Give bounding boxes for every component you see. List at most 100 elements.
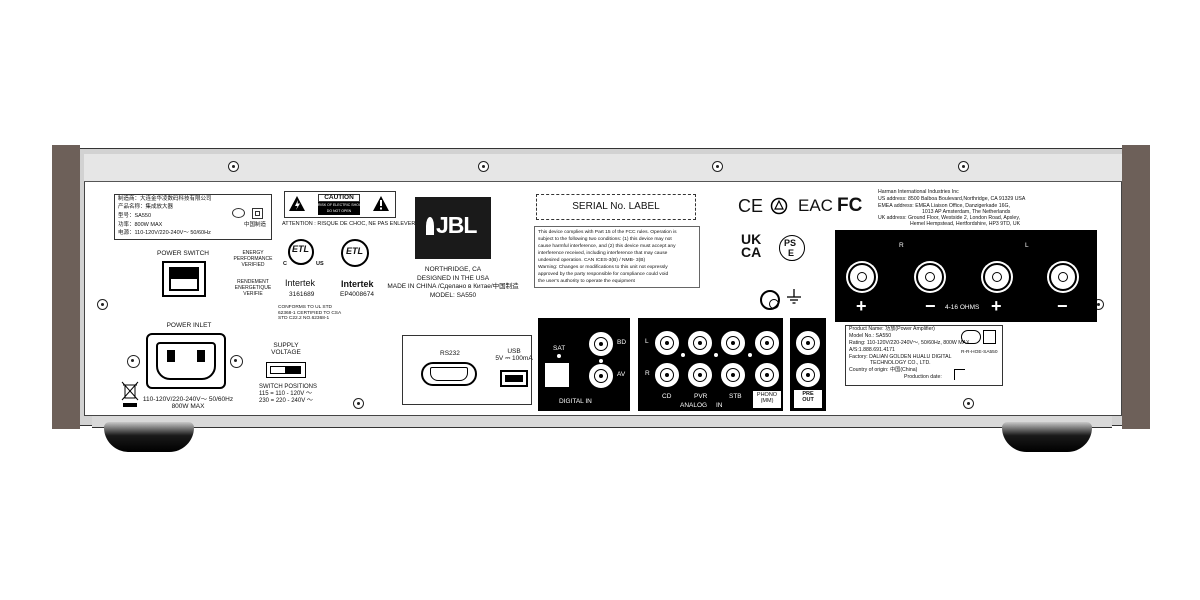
stb-input-left[interactable] (721, 331, 745, 355)
right-side-panel (1122, 145, 1150, 429)
power-inlet-label: POWER INLET (166, 322, 212, 329)
product-info-line2: Model No.: SA550 (849, 333, 892, 339)
sat-indicator-dot (557, 354, 561, 358)
etl-mark-us: US (316, 261, 324, 267)
power-inlet-socket[interactable] (146, 333, 226, 389)
analog-label: ANALOG (680, 402, 708, 409)
etl-mark-c: C (283, 261, 287, 267)
ce-mark: CE (738, 196, 764, 216)
fc-mark: FC (837, 195, 863, 216)
etl-listed-mark-icon (288, 239, 314, 265)
ukca-mark-line1: UK (741, 231, 762, 247)
intertek1-code: 3161689 (289, 291, 315, 298)
production-date-mark (954, 369, 965, 380)
screw-icon (353, 398, 364, 409)
eac-mark: EAC (798, 196, 833, 215)
supply-voltage-switch[interactable] (266, 362, 306, 378)
caution-sub-box (318, 202, 360, 215)
pvr-input-left[interactable] (688, 331, 712, 355)
coaxial-input-bd[interactable] (589, 332, 613, 356)
supply-voltage-label: SUPPLY VOLTAGE (271, 342, 301, 357)
caution-sub2: DO NOT OPEN (326, 209, 352, 213)
rs232-port[interactable] (421, 362, 477, 386)
digital-in-label: DIGITAL IN (559, 398, 592, 405)
intertek1-name: Intertek (285, 278, 316, 288)
intertek1-conform: CONFORMS TO UL STD 62368-1 CERTIFIED TO … (278, 305, 342, 322)
phono-input-left[interactable] (755, 331, 779, 355)
harman-us: US address: 8500 Balboa Boulevard,Northr… (878, 196, 1026, 202)
speaker-ohms-label: 4-16 OHMS (945, 304, 980, 311)
speaker-l-label: L (1025, 242, 1029, 249)
speaker-right-plus: + (856, 296, 867, 316)
cn-label-line3: 型号：SA550 (118, 213, 152, 219)
speaker-right-negative[interactable] (916, 263, 944, 291)
bottom-base (92, 416, 1112, 428)
double-insulation-icon (252, 208, 263, 219)
analog-in-label: IN (716, 402, 723, 409)
product-info-line8: Production date: (904, 374, 942, 380)
ground-icon (787, 289, 801, 304)
speaker-right-minus: − (925, 296, 936, 316)
inlet-screw-icon (127, 355, 140, 368)
jbl-logo-mark-icon (426, 217, 434, 235)
brand-model: MODEL: SA550 (429, 292, 477, 299)
screw-icon (712, 161, 723, 172)
brand-line1: NORTHRIDGE, CA (424, 266, 482, 273)
phono-label-box (753, 391, 781, 408)
usb-port[interactable] (500, 370, 528, 387)
bd-label: BD (617, 339, 627, 346)
screw-icon (478, 161, 489, 172)
bd-indicator-dot (599, 359, 603, 363)
optical-input-sat[interactable] (545, 363, 569, 387)
kc-mark-icon (961, 330, 981, 344)
caution-label (284, 191, 396, 218)
phono-input-right[interactable] (755, 363, 779, 387)
caution-title: CAUTION (324, 194, 354, 201)
cd-input-right[interactable] (655, 363, 679, 387)
cn-label-box (114, 194, 272, 240)
power-switch-label: POWER SWITCH (157, 250, 209, 257)
cn-label-line2: 产品名称：集成放大器 (118, 204, 174, 210)
cn-label-line1: 制造商：大连金华凌数码科技有限公司 (118, 196, 212, 202)
screw-icon (228, 161, 239, 172)
product-info-label (845, 325, 1003, 386)
rs232-label: RS232 (440, 350, 460, 357)
etl-verified-letters: ETL (346, 246, 363, 256)
left-side-panel (52, 145, 80, 429)
top-strip (84, 154, 1122, 182)
pre-out-left[interactable] (796, 331, 820, 355)
switch-positions: SWITCH POSITIONS 115 = 110 - 120V ～ 230 … (259, 384, 318, 404)
kc-code: R-R-HOE-SA550 (961, 350, 998, 355)
etl-verified-mark-icon (341, 239, 369, 267)
pre-out-label: PRE OUT (802, 391, 814, 404)
ccc-mark-icon (232, 208, 245, 218)
product-info-line4: A/S:1.888.691.4171 (849, 347, 895, 353)
left-foot (104, 422, 194, 452)
pre-out-right[interactable] (796, 363, 820, 387)
screw-icon (958, 161, 969, 172)
caution-fr: ATTENTION : RISQUE DE CHOC, NE PAS ENLEV… (282, 221, 416, 227)
analog-r-label: R (645, 370, 650, 377)
kc-square-icon (983, 330, 996, 344)
weee-bin-icon (121, 381, 139, 407)
pse-mark-line1: PS (784, 238, 797, 248)
weee-recycle-icon (770, 197, 788, 215)
inlet-rating: 110-120V/220-240V～ 50/60Hz 800W MAX (142, 396, 234, 411)
pvr-input-right[interactable] (688, 363, 712, 387)
power-switch[interactable] (162, 261, 206, 297)
speaker-left-positive[interactable] (983, 263, 1011, 291)
speaker-left-plus: + (991, 296, 1002, 316)
stb-input-right[interactable] (721, 363, 745, 387)
pvr-label: PVR (694, 393, 708, 400)
indicator-dot (681, 353, 685, 357)
cn-label-line4: 功率：800W MAX (118, 222, 163, 228)
cd-input-left[interactable] (655, 331, 679, 355)
etl-mark-letters: ETL (292, 244, 309, 254)
speaker-left-negative[interactable] (1049, 263, 1077, 291)
ground-terminal[interactable] (760, 290, 780, 310)
electric-shock-warning-icon (289, 196, 305, 211)
speaker-right-positive[interactable] (848, 263, 876, 291)
harman-emea2: 1013 AP Amsterdam, The Netherlands (922, 209, 1011, 215)
fcc-text: This device complies with Part 15 of the… (538, 230, 677, 284)
coaxial-input-av[interactable] (589, 364, 613, 388)
